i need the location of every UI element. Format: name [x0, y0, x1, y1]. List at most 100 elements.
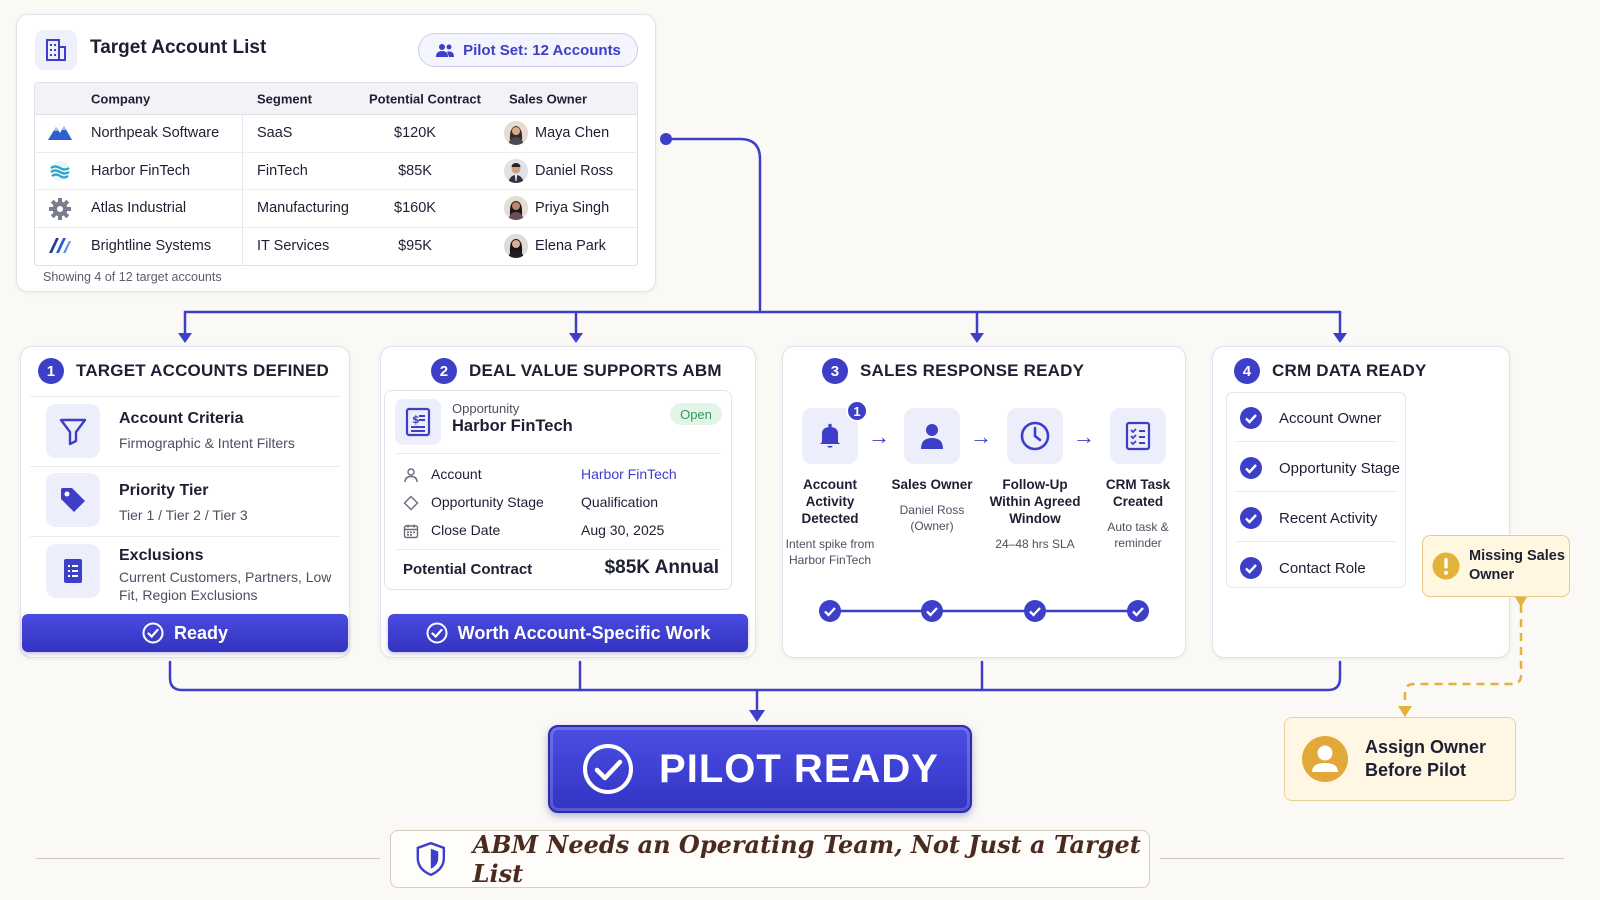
row-separator: [242, 115, 243, 152]
field-stage: Opportunity Stage Qualification: [403, 493, 723, 513]
divider: [1235, 541, 1397, 542]
worth-account-specific-work-button[interactable]: Worth Account-Specific Work: [388, 614, 748, 652]
tag-icon: [46, 473, 100, 527]
divider: [30, 396, 340, 397]
segment: Manufacturing: [257, 200, 349, 217]
list-icon: [46, 544, 100, 598]
arrow-right-icon: →: [868, 424, 890, 449]
field-key: Close Date: [431, 522, 501, 538]
potential-contract-value: $85K Annual: [604, 557, 719, 578]
check-circle-icon: [1240, 407, 1262, 429]
step-subtitle: 24–48 hrs SLA: [995, 537, 1075, 551]
check-circle-icon: [426, 622, 448, 644]
opportunity-panel: $ Opportunity Harbor FinTech Open Accoun…: [384, 390, 732, 590]
step-number: 2: [431, 358, 457, 384]
progress-check-icon: [819, 600, 841, 622]
potential-contract: $85K: [398, 162, 432, 179]
progress-check-icon: [921, 600, 943, 622]
crm-checklist: Account Owner Opportunity Stage Recent A…: [1226, 392, 1406, 588]
sales-response-card: [782, 346, 1186, 658]
crm-data-ready-card: [1212, 346, 1510, 658]
divider: [395, 549, 721, 550]
person-icon: [403, 467, 419, 483]
priority-tier-subtitle: Tier 1 / Tier 2 / Tier 3: [119, 507, 248, 523]
field-close-date: Close Date Aug 30, 2025: [403, 521, 723, 541]
account-criteria-title: Account Criteria: [119, 410, 244, 427]
divider: [1235, 441, 1397, 442]
exclusions-title: Exclusions: [119, 547, 204, 564]
divider: [36, 858, 380, 859]
potential-contract-label: Potential Contract: [403, 561, 533, 578]
step-4-header: 4 CRM DATA READY: [1234, 358, 1427, 384]
step-follow-up: Follow-Up Within Agreed Window 24–48 hrs…: [985, 408, 1085, 552]
assign-owner-callout[interactable]: Assign Owner Before Pilot: [1284, 717, 1516, 801]
gear-logo-icon: [47, 197, 73, 221]
missing-sales-owner-callout[interactable]: Missing Sales Owner: [1422, 535, 1570, 597]
ready-button[interactable]: Ready: [22, 614, 348, 652]
field-account: Account Harbor FinTech: [403, 465, 723, 485]
step-subtitle: Daniel Ross (Owner): [899, 503, 965, 533]
step-2-title: DEAL VALUE SUPPORTS ABM: [469, 361, 722, 380]
potential-contract: $95K: [398, 238, 432, 255]
company-name: Northpeak Software: [91, 125, 220, 142]
avatar: [504, 121, 528, 146]
target-accounts-table: Company Segment Potential Contract Sales…: [34, 82, 638, 266]
check-circle-icon: [583, 744, 634, 794]
segment: FinTech: [257, 162, 308, 179]
step-3-title: SALES RESPONSE READY: [860, 361, 1085, 380]
notification-badge: 1: [846, 400, 868, 422]
funnel-icon: [46, 404, 100, 458]
step-2-header: 2 DEAL VALUE SUPPORTS ABM: [431, 358, 722, 384]
table-header: Company Segment Potential Contract Sales…: [35, 83, 637, 115]
document-dollar-icon: $: [395, 399, 441, 445]
step-account-activity: 1 Account Activity Detected Intent spike…: [780, 400, 880, 568]
pilot-set-label: Pilot Set: 12 Accounts: [463, 41, 621, 59]
check-circle-icon: [1240, 457, 1262, 479]
table-row[interactable]: Atlas Industrial Manufacturing $160K Pri…: [35, 190, 637, 228]
step-crm-task: CRM Task Created Auto task & reminder: [1088, 408, 1188, 551]
check-circle-icon: [142, 622, 164, 644]
step-subtitle: Auto task & reminder: [1107, 520, 1169, 550]
pilot-ready-button[interactable]: PILOT READY: [548, 725, 972, 813]
crm-item-label: Opportunity Stage: [1279, 459, 1400, 477]
divider: [395, 453, 721, 454]
step-sales-owner: Sales Owner Daniel Ross (Owner): [882, 408, 982, 534]
pilot-set-badge[interactable]: Pilot Set: 12 Accounts: [418, 33, 638, 67]
warning-icon: [1432, 552, 1460, 580]
user-circle-icon: [1302, 736, 1348, 782]
row-separator: [242, 190, 243, 227]
crm-item: Recent Activity: [1239, 505, 1377, 531]
step-number: 4: [1234, 358, 1260, 384]
table-row[interactable]: Northpeak Software SaaS $120K Maya Chen: [35, 115, 637, 153]
company-name: Brightline Systems: [91, 238, 212, 255]
divider: [30, 536, 340, 537]
sales-owner: Elena Park: [535, 238, 606, 255]
step-subtitle: Intent spike from Harbor FinTech: [785, 537, 875, 567]
column-header-segment: Segment: [257, 91, 312, 106]
progress-track: [819, 600, 1149, 622]
crm-item-label: Contact Role: [1279, 559, 1366, 577]
svg-text:$: $: [412, 413, 420, 426]
avatar: [504, 234, 528, 259]
target-list-title: Target Account List: [90, 37, 267, 58]
sales-owner: Priya Singh: [535, 200, 610, 217]
clock-icon: [1007, 408, 1063, 464]
exclusions-subtitle: Current Customers, Partners, Low Fit, Re…: [119, 569, 332, 603]
table-row[interactable]: Harbor FinTech FinTech $85K Daniel Ross: [35, 152, 637, 190]
step-number: 1: [38, 358, 64, 384]
divider: [1235, 491, 1397, 492]
step-title: Follow-Up Within Agreed Window: [989, 477, 1081, 526]
progress-check-icon: [1127, 600, 1149, 622]
account-link[interactable]: Harbor FinTech: [581, 466, 677, 482]
step-1-header: 1 TARGET ACCOUNTS DEFINED: [38, 358, 329, 384]
priority-tier-title: Priority Tier: [119, 482, 209, 499]
segment: IT Services: [257, 238, 330, 255]
crm-item: Contact Role: [1239, 555, 1366, 581]
missing-sales-owner-label: Missing Sales Owner: [1469, 548, 1565, 583]
avatar: [504, 158, 528, 183]
field-key: Opportunity Stage: [431, 494, 544, 510]
pilot-ready-label: PILOT READY: [659, 746, 939, 791]
field-value: Aug 30, 2025: [581, 522, 665, 538]
table-row[interactable]: Brightline Systems IT Services $95K Elen…: [35, 227, 637, 265]
